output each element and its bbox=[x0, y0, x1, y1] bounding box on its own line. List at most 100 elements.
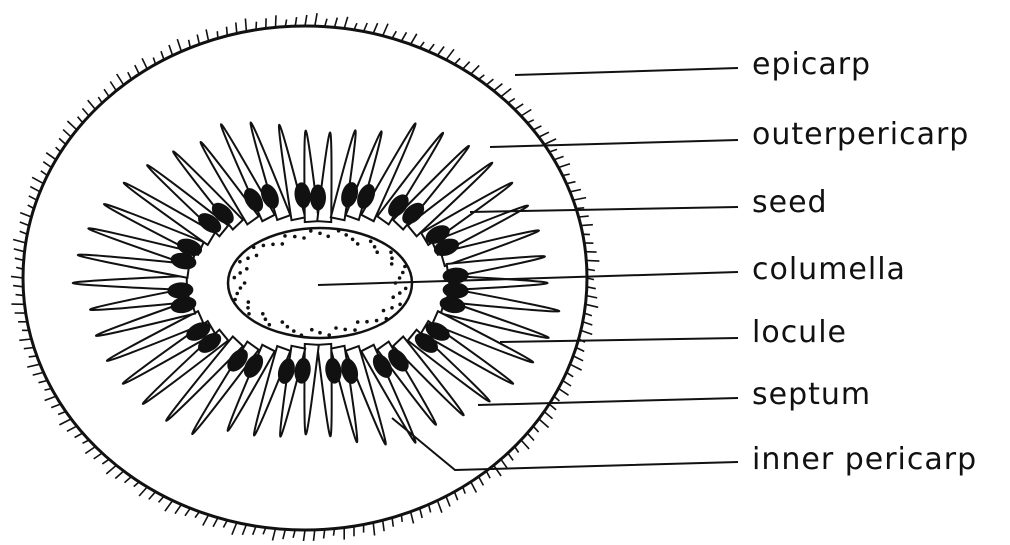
stipple-dot bbox=[302, 236, 306, 240]
stipple-dot bbox=[246, 306, 250, 310]
leader-outer-pericarp bbox=[490, 140, 738, 147]
epicarp-hair bbox=[13, 240, 26, 243]
epicarp-hair bbox=[232, 523, 237, 535]
stipple-dot bbox=[373, 245, 377, 249]
epicarp-hair bbox=[24, 348, 34, 349]
epicarp-hair bbox=[501, 459, 507, 468]
stipple-dot bbox=[246, 256, 250, 260]
epicarp-hair bbox=[165, 501, 173, 512]
epicarp-hair bbox=[206, 29, 209, 41]
septum-lobe bbox=[317, 344, 331, 436]
epicarp-hair bbox=[85, 447, 95, 454]
stipple-dot bbox=[351, 238, 355, 242]
stipple-dot bbox=[390, 306, 394, 310]
stipple-dot bbox=[390, 256, 394, 260]
stipple-dot bbox=[334, 326, 338, 330]
epicarp-hair bbox=[203, 515, 209, 526]
epicarp-hair bbox=[494, 465, 501, 476]
stipple-dot bbox=[404, 287, 408, 291]
epicarp-hair bbox=[521, 110, 531, 117]
epicarp-hair bbox=[544, 139, 556, 145]
epicarp-hair bbox=[437, 501, 442, 513]
stipple-dot bbox=[310, 328, 314, 332]
epicarp-hair bbox=[30, 187, 40, 192]
epicarp-hair bbox=[581, 330, 592, 334]
stipple-dot bbox=[309, 229, 313, 233]
epicarp-hair bbox=[314, 530, 315, 541]
epicarp-hair bbox=[20, 213, 31, 217]
epicarp-hair bbox=[581, 225, 593, 226]
stipple-dot bbox=[292, 329, 296, 333]
stipple-dot bbox=[375, 319, 379, 323]
stipple-dot bbox=[356, 320, 360, 324]
epicarp-hair bbox=[32, 177, 43, 183]
stipple-dot bbox=[369, 240, 373, 244]
epicarp-hair bbox=[245, 19, 246, 32]
leader-epicarp bbox=[515, 68, 738, 75]
epicarp-hair bbox=[27, 364, 40, 367]
label-epicarp: epicarp bbox=[752, 50, 871, 80]
leader-septum bbox=[478, 398, 738, 405]
stipple-dot bbox=[238, 260, 242, 264]
epicarp-hair bbox=[45, 396, 56, 400]
epicarp-hair bbox=[177, 39, 181, 51]
leader-locule bbox=[500, 338, 738, 342]
stipple-dot bbox=[262, 244, 266, 248]
epicarp-hair bbox=[94, 453, 102, 459]
epicarp-hair bbox=[315, 13, 317, 26]
epicarp-hair bbox=[383, 24, 388, 36]
stipple-dot bbox=[389, 250, 393, 254]
stipple-dot bbox=[293, 235, 297, 239]
stipple-dot bbox=[235, 292, 239, 296]
label-locule: locule bbox=[752, 318, 847, 348]
stipple-dot bbox=[398, 303, 402, 307]
epicarp-hair bbox=[373, 23, 377, 33]
epicarp-hair bbox=[175, 505, 181, 514]
epicarp-hair bbox=[242, 525, 246, 535]
epicarp-hair bbox=[521, 440, 529, 449]
septum-lobe bbox=[304, 344, 318, 435]
epicarp-hair bbox=[383, 520, 384, 531]
label-seed: seed bbox=[752, 188, 828, 218]
stipple-dot bbox=[271, 243, 275, 247]
epicarp-hair bbox=[446, 49, 454, 60]
stipple-dot bbox=[261, 312, 265, 316]
epicarp-hair bbox=[115, 471, 123, 479]
epicarp-hair bbox=[33, 372, 44, 375]
stipple-dot bbox=[239, 286, 243, 290]
epicarp-hair bbox=[539, 132, 549, 137]
stipple-dot bbox=[401, 271, 405, 275]
stipple-dot bbox=[268, 323, 272, 327]
epicarp-hair bbox=[236, 22, 237, 33]
epicarp-hair bbox=[88, 100, 96, 109]
label-septum: septum bbox=[752, 380, 871, 410]
label-inner-pericarp: inner pericarp bbox=[752, 445, 977, 475]
epicarp-hair bbox=[446, 496, 450, 506]
leader-seed bbox=[470, 207, 738, 212]
label-columella: columella bbox=[752, 255, 906, 285]
stipple-dot bbox=[391, 295, 395, 299]
seed bbox=[310, 185, 326, 211]
stipple-dot bbox=[252, 246, 256, 250]
epicarp-hair bbox=[559, 389, 569, 396]
stipple-dot bbox=[243, 281, 247, 285]
stipple-dot bbox=[318, 232, 322, 236]
epicarp-hair bbox=[586, 304, 599, 307]
stipple-dot bbox=[255, 254, 259, 258]
epicarp-hair bbox=[67, 426, 77, 431]
epicarp-hair bbox=[570, 364, 582, 370]
epicarp-hair bbox=[344, 17, 348, 29]
epicarp-hair bbox=[110, 82, 116, 91]
epicarp-hair bbox=[411, 34, 417, 45]
stipple-dot bbox=[385, 317, 389, 321]
epicarp-hair bbox=[586, 296, 597, 298]
epicarp-hair bbox=[11, 276, 23, 278]
epicarp-hair bbox=[197, 35, 199, 45]
epicarp-hair bbox=[59, 419, 71, 425]
epicarp-hair bbox=[573, 198, 586, 201]
epicarp-hair bbox=[106, 465, 116, 474]
stipple-dot bbox=[365, 320, 369, 324]
epicarp-hair bbox=[43, 162, 51, 168]
stipple-dot bbox=[337, 229, 341, 233]
stipple-dot bbox=[238, 271, 242, 275]
